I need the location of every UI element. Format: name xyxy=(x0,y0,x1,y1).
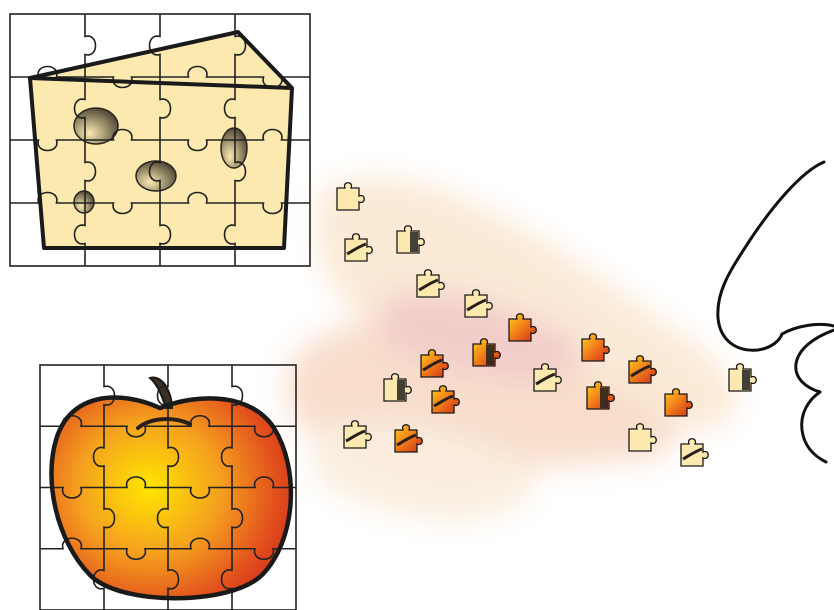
cheese-hole xyxy=(136,161,176,191)
cheese-hole xyxy=(74,191,94,213)
lower-lip xyxy=(802,392,826,462)
upper-lip xyxy=(796,330,834,392)
piece-mark xyxy=(410,232,418,252)
cheese-hole xyxy=(221,128,247,168)
scent-haze xyxy=(286,177,737,520)
cheese-hole xyxy=(74,108,118,144)
piece-mark xyxy=(397,380,405,400)
cheese-scent-piece xyxy=(681,439,708,466)
nose-outline xyxy=(718,162,824,350)
piece-mark xyxy=(486,345,494,365)
apple-puzzle xyxy=(40,365,300,610)
cheese-scent-piece xyxy=(729,364,756,391)
piece-mark xyxy=(600,388,608,408)
nose-profile xyxy=(718,162,834,462)
piece-mark xyxy=(742,370,750,390)
cheese-puzzle xyxy=(10,14,310,266)
